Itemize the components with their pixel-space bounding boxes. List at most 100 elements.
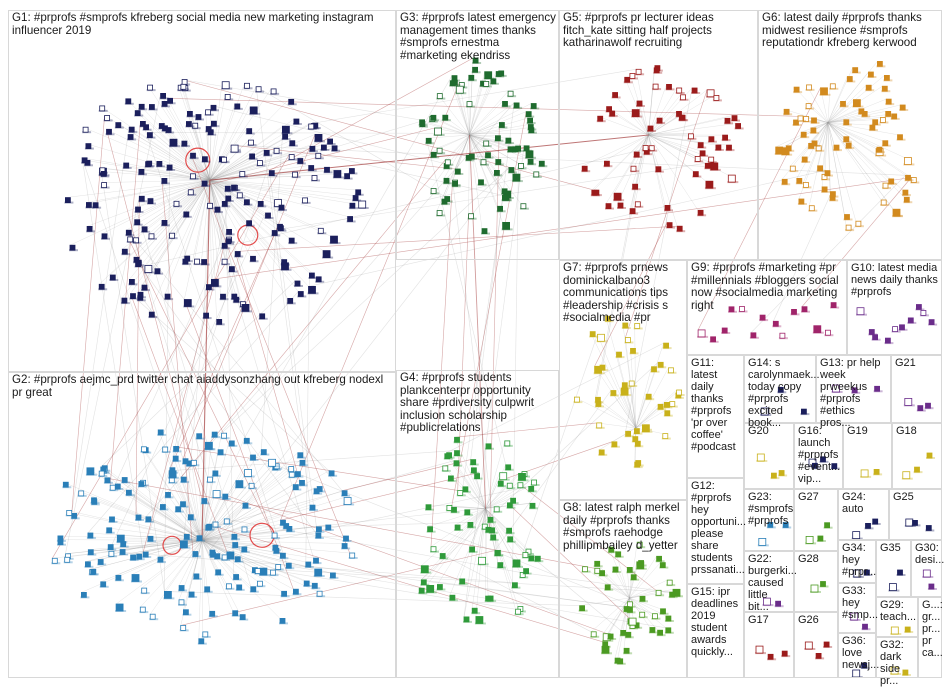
node-g8	[639, 611, 646, 618]
edge	[209, 179, 223, 202]
node-g7	[630, 347, 636, 354]
group-label-g25: G25	[893, 491, 914, 503]
edge	[827, 85, 867, 123]
edge	[69, 179, 210, 246]
node-g2	[116, 534, 125, 543]
node-g2	[121, 477, 128, 483]
node-g3	[472, 66, 479, 73]
group-label-g16: G16: launch #prprofs #event... vip...	[798, 425, 841, 485]
node-g6	[877, 61, 883, 67]
node-g1	[250, 255, 256, 262]
edge	[209, 144, 322, 181]
cross-edge	[81, 157, 184, 459]
node-g6	[840, 101, 846, 107]
edge	[485, 508, 519, 607]
edge	[120, 540, 203, 550]
node-g8	[582, 566, 588, 573]
edge	[209, 105, 212, 181]
node-g3	[468, 213, 475, 220]
edge	[469, 134, 484, 142]
node-g5	[735, 123, 741, 129]
node-g6	[796, 177, 803, 184]
edge	[827, 122, 831, 192]
node-g1	[169, 138, 178, 147]
edge	[209, 94, 226, 181]
group-panel-g26: G26	[794, 612, 838, 678]
edge	[635, 367, 669, 429]
edge	[201, 502, 244, 541]
edge	[827, 122, 844, 137]
edge	[191, 460, 203, 541]
edge	[582, 566, 630, 599]
node-g2	[279, 618, 286, 624]
edge	[142, 447, 203, 541]
node-g1	[224, 185, 231, 192]
cross-edge	[311, 69, 637, 124]
node-g6	[894, 210, 900, 217]
node-g1	[201, 156, 208, 163]
cross-edge	[137, 292, 317, 534]
edge	[201, 490, 214, 541]
node-g3	[481, 228, 488, 235]
node-g6	[881, 85, 888, 92]
edge	[135, 179, 210, 262]
node-g2	[256, 580, 263, 587]
edge	[469, 127, 529, 136]
cross-edge	[261, 134, 283, 450]
edge	[201, 540, 276, 565]
node-g1	[127, 134, 134, 140]
node-g6	[820, 87, 828, 96]
edge	[453, 460, 486, 509]
node-g2	[115, 603, 124, 612]
edge	[827, 122, 905, 158]
node-g6	[865, 84, 872, 91]
edge	[201, 526, 243, 541]
node-g1	[195, 114, 202, 120]
edge	[209, 179, 359, 202]
edge	[485, 508, 527, 550]
group-label-g11: G11: latest daily thanks #prprofs 'pr ov…	[691, 357, 736, 453]
node-g1	[348, 168, 355, 174]
edge	[154, 179, 211, 269]
node-g1	[182, 258, 189, 265]
edge	[594, 366, 637, 429]
node-g6	[806, 84, 812, 91]
node-g8	[626, 567, 633, 573]
cross-edge	[184, 299, 294, 590]
node-g3	[430, 188, 437, 194]
node-g1	[277, 225, 284, 232]
edge	[827, 99, 854, 123]
edge	[209, 179, 251, 257]
node-g2	[178, 599, 185, 606]
node-g9	[739, 306, 745, 312]
node-g18	[926, 452, 933, 459]
edge	[181, 140, 211, 181]
edge	[201, 518, 225, 541]
node-g1	[138, 195, 145, 202]
edge	[201, 534, 232, 541]
node-g8	[620, 630, 627, 636]
node-g2	[305, 561, 312, 568]
node-g3	[525, 111, 532, 117]
edge	[209, 171, 240, 181]
node-g5	[604, 160, 610, 167]
node-g26	[823, 641, 830, 648]
cross-edge	[209, 167, 510, 551]
edge	[599, 364, 637, 429]
node-g1	[160, 93, 167, 99]
edge	[201, 540, 204, 632]
node-g1	[308, 123, 315, 130]
node-g2	[288, 471, 295, 478]
node-g2	[57, 539, 64, 546]
node-g2	[311, 582, 318, 589]
node-g7	[645, 393, 652, 400]
node-g3	[465, 154, 472, 161]
node-g9	[728, 306, 735, 313]
edge	[485, 508, 524, 553]
edge	[162, 446, 203, 541]
node-g7	[628, 380, 635, 387]
node-g1	[104, 115, 110, 121]
edge	[120, 540, 203, 542]
node-g6	[872, 119, 879, 126]
group-panel-g12: G12: #prprofs hey opportuni... please sh…	[687, 478, 746, 584]
